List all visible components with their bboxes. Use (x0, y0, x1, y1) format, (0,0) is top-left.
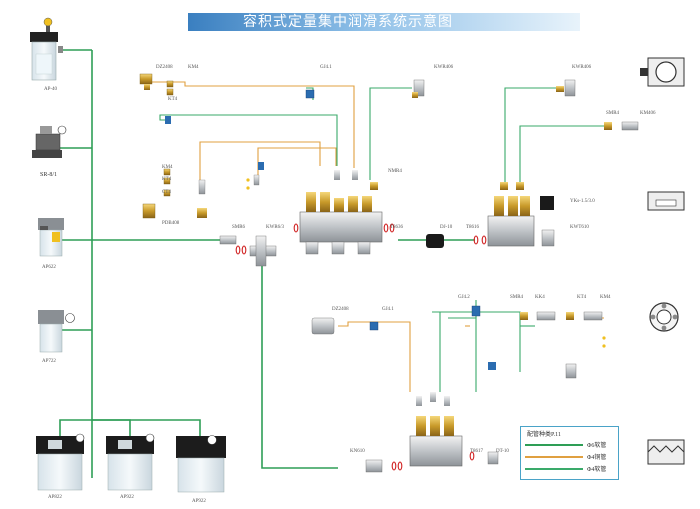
pump-ap922-b (176, 435, 226, 493)
label-smr4-b: SMR4 (510, 295, 524, 300)
legend-swatch (525, 468, 583, 470)
clip-gj41-b (369, 321, 379, 331)
label-smr4-a: SMR4 (606, 111, 620, 116)
label-km406: KM406 (640, 111, 656, 116)
label-dz2408-a: DZ2408 (156, 65, 173, 70)
label-dz2408-b: DZ2408 (332, 307, 349, 312)
pump-sr81 (32, 125, 67, 158)
fitting-pdb408 (142, 203, 207, 219)
label-pump-ap622: AP622 (42, 265, 56, 270)
label-pump-ap922-b: AP922 (192, 499, 206, 504)
legend-swatch (525, 456, 583, 458)
label-ct4: CT4 (162, 190, 171, 195)
label-gj42: GJ4.2 (458, 295, 470, 300)
label-nmr4: NMR4 (388, 169, 402, 174)
fitting-smr4-kk4-kt4 (520, 311, 606, 379)
label-t8636: T8636 (390, 225, 404, 230)
label-km4-a: KM4 (188, 65, 199, 70)
distributor-t8616 (481, 182, 555, 247)
title-bar (188, 13, 580, 31)
ball-bearing-icon (649, 302, 679, 332)
label-dj10: DJ-10 (440, 225, 453, 230)
label-kn610: KN610 (350, 449, 365, 454)
pipe-legend: 配管种类P.11 Φ6软管 Φ4铜管 Φ4软管 (520, 426, 619, 480)
label-dt10: DT-10 (496, 449, 509, 454)
label-t8616: T8616 (466, 225, 480, 230)
label-gj41-a: GJ4.1 (320, 65, 332, 70)
fitting-dz2408-b (311, 317, 335, 335)
label-pump-ap40: AP-40 (44, 87, 58, 92)
pump-ap622 (38, 218, 64, 257)
distributor-t8636 (293, 170, 395, 255)
label-km4-c: KM4 (600, 295, 611, 300)
label-kwr6: KWR6/3 (266, 225, 285, 230)
label-yks: YKs-1.5/3.0 (570, 199, 595, 204)
label-gj41-b: GJ4.1 (382, 307, 394, 312)
label-kt4-a: KT4 (168, 97, 178, 102)
label-kwt610: KWT610 (570, 225, 589, 230)
legend-label: Φ4软管 (587, 467, 607, 473)
label-t8617: T8617 (470, 449, 484, 454)
legend-swatch (525, 444, 583, 446)
main-supply-pipes (59, 49, 475, 478)
distributor-t8617 (365, 392, 499, 473)
label-kt4-c: KT4 (577, 295, 587, 300)
slide-guide-icon (647, 191, 685, 211)
clip-left-small (165, 116, 264, 170)
legend-title: 配管种类P.11 (527, 432, 561, 438)
pump-ap40 (30, 17, 63, 81)
label-pump-sr81: SR-8/1 (40, 172, 57, 178)
label-kwr406-a: KWR406 (434, 65, 454, 70)
legend-item: Φ6软管 (525, 440, 615, 449)
part-labels: DZ2408 KM4 KT4 GJ4.1 KWR406 KWR406 SMR4 … (156, 65, 656, 454)
clip-gj41-a (305, 89, 315, 99)
label-pump-ap722: AP722 (42, 359, 56, 364)
pump-labels: AP-40 SR-8/1 AP622 AP722 AP822 AP922 AP9… (40, 87, 206, 504)
diagram-title: 容积式定量集中润滑系统示意图 (243, 14, 453, 30)
pump-ap922-a (106, 433, 155, 491)
label-smr6: SMR6 (232, 225, 246, 230)
pump-ap822 (36, 433, 85, 491)
label-pdb408: PDB408 (162, 221, 180, 226)
label-pump-ap822: AP822 (48, 495, 62, 500)
label-pump-ap922-a: AP922 (120, 495, 134, 500)
bearing-housing-icon (640, 57, 685, 87)
legend-item: Φ4铜管 (525, 452, 615, 461)
clip-gj42 (471, 305, 496, 370)
fitting-dz2408-a (139, 73, 153, 90)
legend-item: Φ4软管 (525, 464, 615, 473)
fitting-kwr406-b (556, 79, 576, 97)
legend-label: Φ4铜管 (587, 455, 607, 461)
pump-ap722 (38, 310, 75, 353)
fitting-smr6-kwr6 (219, 235, 277, 267)
label-km4-b: KM4 (162, 165, 173, 170)
fitting-smr4-km406 (604, 121, 639, 131)
plug-dj10 (426, 234, 479, 248)
label-kt4-b: KT4 (162, 177, 172, 182)
fitting-kwr406-a (412, 79, 425, 98)
label-kk4: KK4 (535, 295, 545, 300)
fitting-km406-sleeve (198, 174, 260, 195)
legend-label: Φ6软管 (587, 443, 607, 449)
label-kwr406-b: KWR406 (572, 65, 592, 70)
gear-rack-icon (647, 439, 685, 465)
